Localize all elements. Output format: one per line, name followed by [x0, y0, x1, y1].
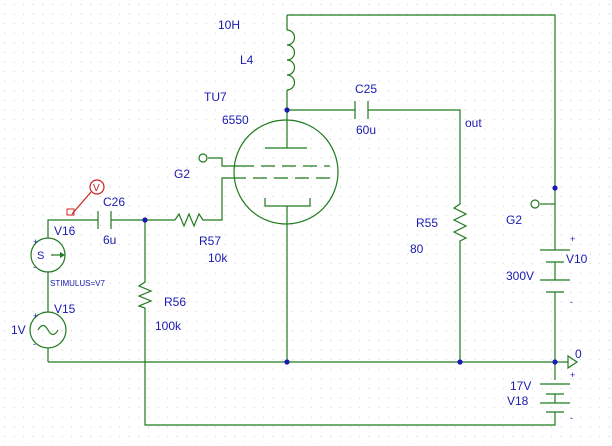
net-out-label: out	[465, 116, 482, 130]
v16-stimulus: STIMULUS=V7	[50, 279, 105, 288]
v16-minus: -	[33, 262, 36, 272]
junction-dot	[552, 359, 558, 365]
offpage-connector-icon	[198, 153, 208, 163]
wire-r57-grid	[205, 177, 232, 221]
v15-plus: +	[33, 311, 38, 321]
capacitor-C26[interactable]: C26 6u	[97, 195, 125, 247]
v15-ref: V15	[54, 302, 76, 316]
wire-bias-return	[144, 310, 556, 426]
tube-type: 6550	[222, 113, 249, 127]
resistor-R57[interactable]: R57 10k	[174, 212, 228, 265]
v16-plus: +	[33, 237, 38, 247]
c25-value: 60u	[356, 123, 376, 137]
r55-ref: R55	[416, 216, 438, 230]
probe-stem	[71, 191, 92, 215]
v16-arrow-head	[60, 252, 65, 258]
g2-right-label: G2	[506, 213, 522, 227]
r55-value: 80	[410, 242, 424, 256]
junction-dot	[284, 359, 290, 365]
wire-bplus-top	[287, 14, 556, 188]
v18-value: 17V	[510, 379, 531, 393]
v15-value: 1V	[11, 323, 26, 337]
tube-envelope-icon	[233, 119, 339, 225]
v10-value: 300V	[506, 269, 534, 283]
tube-TU7[interactable]: TU7 6550	[204, 90, 339, 225]
source-V16[interactable]: S + - V16 STIMULUS=V7	[30, 224, 105, 288]
r57-ref: R57	[199, 234, 221, 248]
resistor-R56[interactable]: R56 100k	[137, 278, 186, 333]
c26-value: 6u	[103, 233, 116, 247]
battery-V18[interactable]: + - 17V V18	[507, 370, 575, 423]
wire-c25-out	[368, 109, 461, 198]
inductor-coil-icon	[286, 29, 296, 91]
capacitor-C25[interactable]: C25 60u	[354, 82, 377, 137]
junction-dots	[142, 107, 558, 365]
v10-plus: +	[570, 234, 575, 244]
junction-dot	[284, 107, 290, 113]
v18-ref: V18	[507, 394, 529, 408]
net-g2-left[interactable]: G2	[174, 153, 208, 181]
resistor-icon	[174, 212, 205, 228]
probe-marker-icon	[89, 179, 105, 195]
tube-ref: TU7	[204, 90, 227, 104]
junction-dot	[457, 359, 463, 365]
junction-dot	[552, 185, 558, 191]
c25-ref: C25	[355, 82, 377, 96]
ground-label: 0	[575, 347, 582, 361]
r56-ref: R56	[164, 295, 186, 309]
sine-source-icon	[29, 311, 67, 349]
v16-ref: V16	[54, 224, 76, 238]
wire-v16-c26	[47, 219, 98, 238]
inductor-L4[interactable]: 10H L4	[218, 18, 296, 91]
v15-minus: -	[33, 339, 36, 349]
junction-dot	[142, 217, 148, 223]
v18-minus: -	[570, 413, 573, 423]
offpage-connector-icon	[530, 199, 540, 209]
g2-left-label: G2	[174, 167, 190, 181]
r57-value: 10k	[208, 251, 228, 265]
resistor-icon	[137, 278, 153, 310]
l4-value: 10H	[218, 18, 240, 32]
wire-g2-left	[208, 157, 240, 167]
source-V15[interactable]: + - V15 1V	[11, 302, 76, 349]
net-g2-right[interactable]: G2	[506, 199, 540, 227]
r56-value: 100k	[155, 319, 182, 333]
v16-symbol: S	[37, 250, 44, 262]
v10-minus: -	[570, 297, 573, 307]
probe-label: V	[93, 183, 100, 194]
v18-plus: +	[570, 370, 575, 380]
voltage-probe[interactable]: V	[66, 179, 105, 216]
resistor-icon	[452, 198, 468, 245]
resistor-R55[interactable]: R55 80	[410, 198, 468, 256]
v10-ref: V10	[566, 252, 588, 266]
sine-wave-icon	[37, 324, 59, 336]
ground-symbol[interactable]: 0	[567, 347, 582, 370]
battery-V10[interactable]: + - V10 300V	[506, 234, 588, 307]
l4-ref: L4	[240, 53, 254, 67]
probe-tip	[66, 208, 75, 216]
c26-ref: C26	[103, 195, 125, 209]
ground-triangle-icon	[567, 354, 579, 370]
